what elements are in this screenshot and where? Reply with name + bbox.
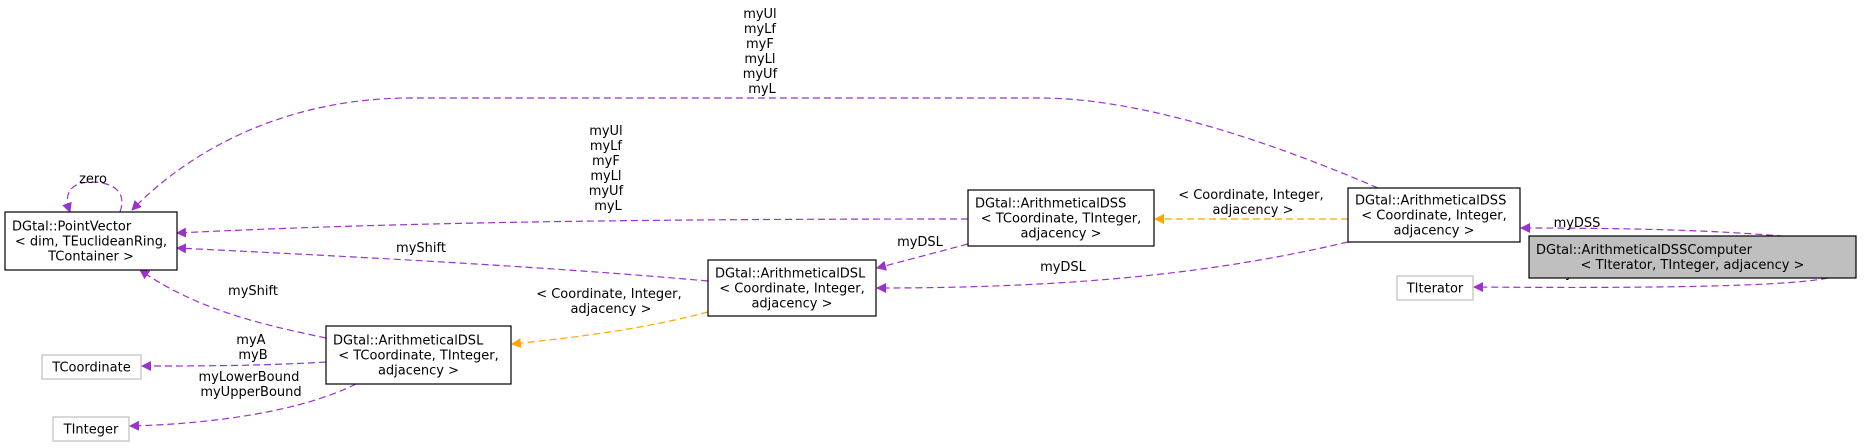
node-template-line: < TCoordinate, TInteger, xyxy=(981,212,1142,227)
label-zero: zero xyxy=(79,172,107,187)
label-line: myLl xyxy=(744,52,775,67)
node-box xyxy=(707,259,877,317)
edge-dss-template-to-pointvector xyxy=(176,218,969,238)
edge-pointvector-zero-loop xyxy=(62,181,123,213)
node-template-line: adjacency > xyxy=(378,364,459,379)
node-arithmetical-dsl-tcoordinate[interactable]: DGtal::ArithmeticalDSL< TCoordinate, TIn… xyxy=(325,325,512,385)
node-title: DGtal::ArithmeticalDSSComputer xyxy=(1536,243,1753,258)
node-template-line: adjacency > xyxy=(751,297,832,312)
node-box xyxy=(1347,187,1521,243)
node-box xyxy=(967,189,1155,247)
label-dsl-coord-shift: myShift xyxy=(396,241,446,256)
node-arithmetical-dsl-coordinate[interactable]: DGtal::ArithmeticalDSL< Coordinate, Inte… xyxy=(707,259,877,317)
label-line: adjacency > xyxy=(570,302,651,317)
node-title: DGtal::ArithmeticalDSL xyxy=(333,334,484,349)
label-line: myB xyxy=(238,348,267,363)
node-title: TIterator xyxy=(1406,282,1464,297)
node-box xyxy=(1528,235,1857,279)
node-template-line: adjacency > xyxy=(1020,227,1101,242)
label-line: myLf xyxy=(744,22,777,37)
node-arithmetical-dss-tcoordinate[interactable]: DGtal::ArithmeticalDSS< TCoordinate, TIn… xyxy=(967,189,1155,247)
node-point-vector[interactable]: DGtal::PointVector< dim, TEuclideanRing,… xyxy=(4,211,178,271)
node-template-line: TContainer > xyxy=(47,250,134,265)
node-title: DGtal::ArithmeticalDSS xyxy=(1355,194,1506,209)
label-top-to-pointvector: myUl myLf myF myLl myUf myL xyxy=(743,7,782,97)
edges xyxy=(62,97,1829,431)
node-template-line: < dim, TEuclideanRing, xyxy=(15,235,167,250)
node-template-line: < TIterator, TInteger, adjacency > xyxy=(1581,258,1805,273)
label-line: myA xyxy=(236,333,265,348)
edge-dss-coord-to-dsl-coord xyxy=(876,241,1349,293)
node-arithmetical-dss-computer[interactable]: DGtal::ArithmeticalDSSComputer< TIterato… xyxy=(1528,235,1857,279)
label-line: myUl xyxy=(743,7,776,22)
label-line: myF xyxy=(746,37,774,52)
label-line: myF xyxy=(592,154,620,169)
edge-dsl-template-to-tcoordinate xyxy=(141,360,327,371)
edge-dss-template-to-dsl-coord xyxy=(876,243,969,271)
label-computer-dss: myDSS xyxy=(1554,216,1601,231)
node-title: DGtal::ArithmeticalDSS xyxy=(975,197,1126,212)
label-dss-template-to-pointvector: myUl myLf myF myLl myUf myL xyxy=(589,124,628,214)
node-template-line: adjacency > xyxy=(1393,224,1474,239)
label-line: myUf xyxy=(589,184,624,199)
label-line: myLl xyxy=(590,169,621,184)
node-template-line: < Coordinate, Integer, xyxy=(1361,209,1506,224)
node-title: DGtal::PointVector xyxy=(12,220,132,235)
label-dss-instantiation: < Coordinate, Integer, adjacency > xyxy=(1178,188,1328,218)
node-title: TInteger xyxy=(63,423,119,438)
node-tcoordinate[interactable]: TCoordinate xyxy=(41,354,142,380)
label-line: myUl xyxy=(589,124,622,139)
label-dss-coord-dsl: myDSL xyxy=(1040,260,1087,275)
node-arithmetical-dss-coordinate[interactable]: DGtal::ArithmeticalDSS< Coordinate, Inte… xyxy=(1347,187,1521,243)
label-line: myUf xyxy=(743,67,778,82)
edge-labels: myUl myLf myF myLl myUf myL myUl myLf my… xyxy=(79,7,1602,400)
node-title: DGtal::ArithmeticalDSL xyxy=(715,267,866,282)
edge-dsl-template-to-tinteger xyxy=(129,383,357,431)
label-dsl-template-shift: myShift xyxy=(228,284,278,299)
edge-dss-coord-to-pointvector xyxy=(131,97,1379,211)
node-template-line: < Coordinate, Integer, xyxy=(719,282,864,297)
edge-dsl-coord-to-pointvector xyxy=(176,243,709,282)
label-line: myUpperBound xyxy=(200,385,301,400)
node-box xyxy=(52,416,130,442)
node-title: TCoordinate xyxy=(51,361,130,376)
edge-dsl-template-to-pointvector xyxy=(139,269,327,339)
label-dsl-template-integer: myLowerBound myUpperBound xyxy=(198,370,303,400)
node-box xyxy=(41,354,142,380)
node-box xyxy=(325,325,512,385)
label-line: myLf xyxy=(590,139,623,154)
label-dsl-instantiation: < Coordinate, Integer, adjacency > xyxy=(536,287,686,317)
label-line: adjacency > xyxy=(1212,203,1293,218)
label-dsl-template-coord: myA myB xyxy=(236,333,269,363)
label-line: myL xyxy=(748,82,776,97)
node-template-line: < TCoordinate, TInteger, xyxy=(338,349,499,364)
node-titerator[interactable]: TIterator xyxy=(1396,275,1474,301)
label-dss-template-dsl: myDSL xyxy=(897,235,944,250)
label-line: myL xyxy=(594,199,622,214)
label-line: < Coordinate, Integer, xyxy=(536,287,681,302)
node-box xyxy=(1396,275,1474,301)
edge-computer-to-titerator xyxy=(1473,277,1829,293)
node-box xyxy=(4,211,178,271)
node-tinteger[interactable]: TInteger xyxy=(52,416,130,442)
label-line: myLowerBound xyxy=(198,370,299,385)
edge-dsl-instantiation xyxy=(511,311,709,349)
label-line: < Coordinate, Integer, xyxy=(1178,188,1323,203)
